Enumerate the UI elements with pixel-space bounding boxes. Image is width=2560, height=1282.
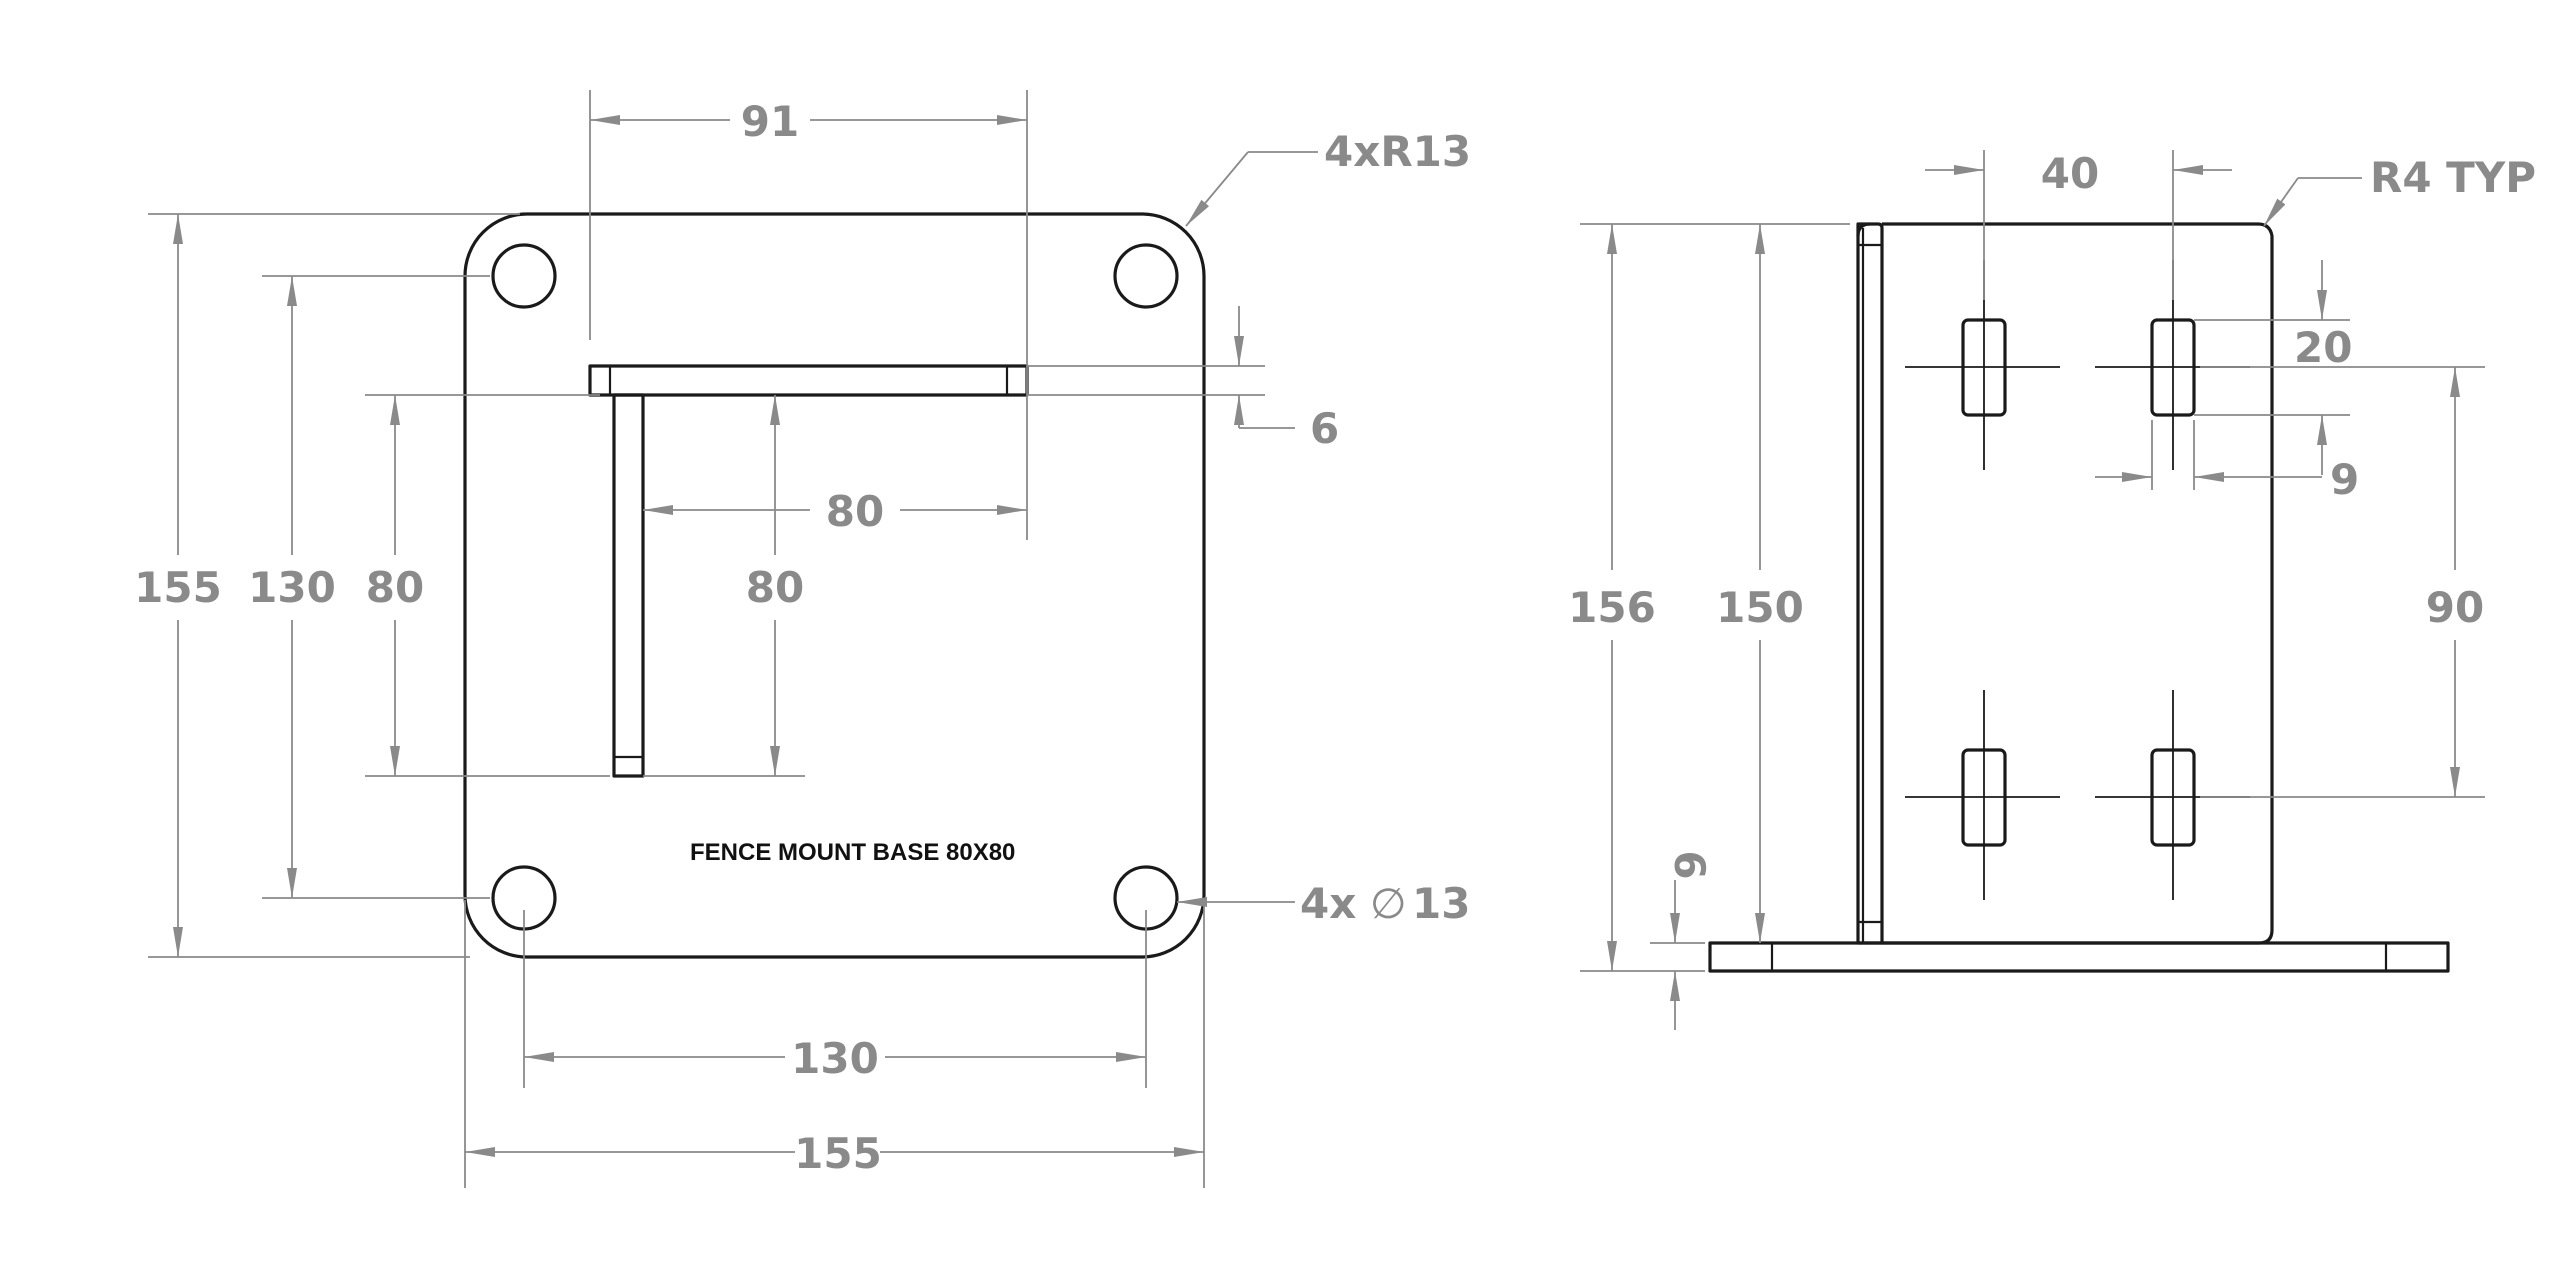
part-label: FENCE MOUNT BASE 80X80: [690, 839, 1015, 866]
slot-bottom-left: [1905, 690, 2060, 900]
dim-80-flange-length: 80: [643, 487, 1027, 536]
dim-150-text: 150: [1716, 583, 1804, 632]
plan-view: FENCE MOUNT BASE 80X80 91 4xR13 6: [134, 90, 1471, 1188]
leader-bend-radius: R4 TYP: [2263, 153, 2536, 227]
horizontal-flange: [588, 364, 1029, 397]
dim-156-text: 156: [1568, 583, 1656, 632]
dim-90-slot-spacing-v: 90: [2200, 366, 2485, 798]
dim-91-text: 91: [741, 97, 799, 146]
hole-callout-prefix: 4x: [1300, 879, 1356, 928]
dim-9-text: 9: [2330, 455, 2359, 504]
dim-80-flange-height-mid: 80: [643, 395, 805, 777]
dim-9-slot-width: 9: [2095, 420, 2359, 504]
base-plate-outline: [463, 212, 1206, 959]
bend-radius-text: R4 TYP: [2370, 153, 2536, 202]
base-plate-side: [1708, 941, 2450, 973]
upright-plate: [1856, 222, 1884, 945]
dim-80-h-text: 80: [826, 487, 884, 536]
dim-155-overall-width: 155: [464, 900, 1205, 1188]
dim-80-v-mid-text: 80: [746, 563, 804, 612]
dim-155-h-text: 155: [794, 1129, 882, 1178]
dim-6-base-thickness: 6: [1650, 850, 1714, 1030]
upright-bend-edge: [1856, 222, 1871, 237]
dim-40-text: 40: [2041, 149, 2099, 198]
upright-face: [1882, 222, 2274, 945]
mounting-hole-top-left: [491, 243, 557, 309]
corner-radius-text: 4xR13: [1324, 127, 1471, 176]
dim-91-top: 91: [589, 90, 1028, 540]
dim-130-h-text: 130: [791, 1034, 879, 1083]
dim-156-overall-height: 156: [1568, 223, 1850, 972]
dim-40-slot-spacing: 40: [1925, 149, 2232, 300]
dim-20-slot-length: 20: [2194, 260, 2352, 475]
dim-6-text: 6: [1310, 404, 1339, 453]
mounting-hole-top-right: [1113, 243, 1179, 309]
dim-150-upright-height: 150: [1716, 224, 1804, 943]
leader-corner-radius: 4xR13: [1185, 127, 1471, 227]
slot-bottom-right: [2095, 690, 2250, 900]
dim-6-flange-thickness: 6: [1027, 306, 1339, 453]
dim-130-hole-spacing-h: 130: [523, 910, 1147, 1088]
dim-155-overall-height: 155: [134, 213, 520, 958]
dim-6-base-text: 6: [1665, 850, 1714, 879]
hole-callout-value: 13: [1412, 879, 1470, 928]
dim-130-v-text: 130: [248, 563, 336, 612]
dim-130-hole-spacing-v: 130: [248, 275, 490, 899]
dim-80-flange-height-left: 80: [365, 394, 610, 777]
slot-top-left: [1905, 260, 2060, 470]
diameter-symbol: ∅: [1370, 879, 1407, 928]
dim-80-v-left-text: 80: [366, 563, 424, 612]
hole-callout: 4x ∅ 13: [1177, 879, 1470, 928]
dim-155-v-text: 155: [134, 563, 222, 612]
dim-90-text: 90: [2426, 583, 2484, 632]
side-view: 40 R4 TYP 20 9: [1568, 149, 2536, 1030]
dim-20-text: 20: [2294, 323, 2352, 372]
vertical-flange: [612, 393, 645, 778]
